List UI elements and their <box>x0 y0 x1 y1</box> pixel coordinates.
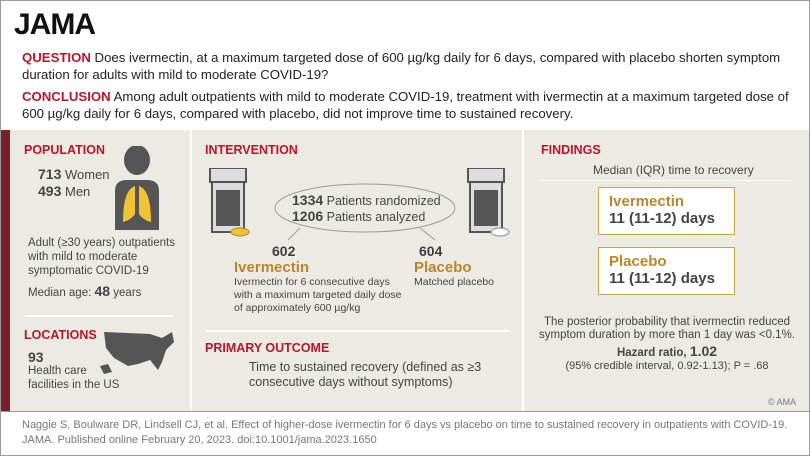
population-description: Adult (≥30 years) outpatients with mild … <box>28 237 175 277</box>
randomization-ellipse <box>274 183 456 241</box>
ivermectin-bottle-icon <box>209 168 250 237</box>
findings-heading: FINDINGS <box>541 143 601 157</box>
question: QUESTION Does ivermectin, at a maximum t… <box>22 50 781 82</box>
sex-counts: 713 Women 493 Men <box>38 166 110 199</box>
footer-divider <box>0 411 810 412</box>
us-map-icon <box>100 332 174 374</box>
ivermectin-arm: 602 Ivermectin Ivermectin for 6 consecut… <box>234 243 406 315</box>
divider <box>25 315 173 317</box>
placebo-arm-desc: Matched placebo <box>414 276 494 288</box>
patient-counts: 1334 Patients randomized 1206 Patients a… <box>292 192 441 225</box>
placebo-n: 604 <box>419 243 443 259</box>
hazard-ratio: Hazard ratio, 1.02 <box>616 343 718 359</box>
ivermectin-arm-desc: Ivermectin for 6 consecutive days with a… <box>234 276 402 314</box>
credible-interval: (95% credible interval, 0.92-1.13); P = … <box>565 360 769 372</box>
findings-subtitle: Median (IQR) time to recovery <box>593 163 754 177</box>
accent-strip <box>0 130 10 411</box>
findings-summary: The posterior probability that ivermecti… <box>534 316 800 373</box>
ivermectin-arm-label: Ivermectin <box>234 259 310 276</box>
population-heading: POPULATION <box>24 143 106 157</box>
locations-heading: LOCATIONS <box>24 328 97 342</box>
placebo-arm: 604 Placebo Matched placebo <box>414 243 514 289</box>
median-age: Median age: 48 years <box>28 283 142 299</box>
divider <box>206 330 510 332</box>
posterior-probability: The posterior probability that ivermecti… <box>538 316 795 341</box>
citation: Naggie S, Boulware DR, Lindsell CJ, et a… <box>22 419 788 446</box>
intervention-heading: INTERVENTION <box>205 143 298 157</box>
primary-outcome-text: Time to sustained recovery (defined as ≥… <box>249 360 482 389</box>
person-lungs-icon <box>115 146 159 230</box>
jama-logo: JAMA <box>14 8 96 41</box>
copyright: © AMA <box>768 397 797 407</box>
primary-outcome-heading: PRIMARY OUTCOME <box>205 341 330 355</box>
divider <box>541 180 791 181</box>
placebo-arm-label: Placebo <box>414 259 472 276</box>
placebo-bottle-icon <box>467 168 510 237</box>
population-details: Adult (≥30 years) outpatients with mild … <box>28 236 188 300</box>
ivermectin-n: 602 <box>272 243 296 259</box>
conclusion: CONCLUSION Among adult outpatients with … <box>22 89 789 121</box>
